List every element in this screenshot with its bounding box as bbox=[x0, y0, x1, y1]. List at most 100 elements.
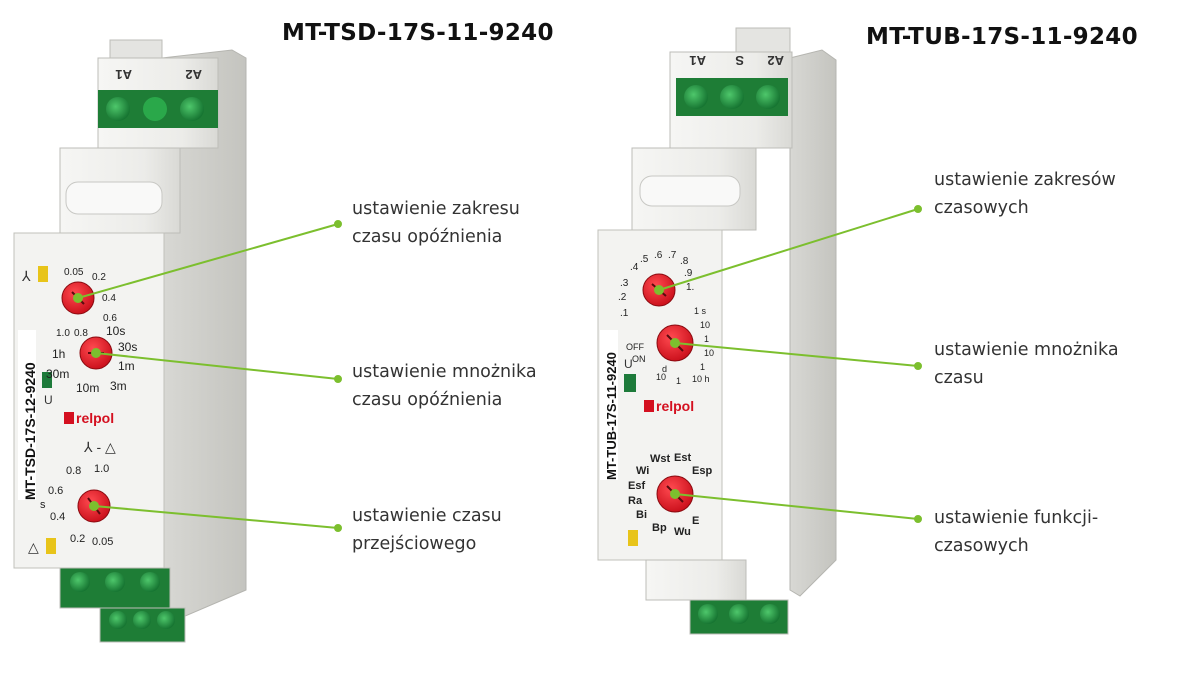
caption-left-range: ustawienie zakresu czasu opóźnienia bbox=[352, 195, 520, 251]
caption-right-function-line1: ustawienie funkcji- bbox=[934, 508, 1099, 528]
right-terminal-a1: A1 bbox=[689, 53, 706, 68]
right-range-label-6: .7 bbox=[668, 250, 677, 261]
leader-right-function bbox=[674, 493, 919, 520]
caption-right-range-line2: czasowych bbox=[934, 198, 1029, 218]
right-supply-label: U bbox=[624, 357, 633, 371]
right-func-label-7: Bp bbox=[652, 522, 667, 534]
right-terminal-a2: A2 bbox=[767, 53, 784, 68]
left-led-supply bbox=[42, 372, 52, 388]
left-bottom-screw-1 bbox=[70, 572, 90, 592]
svg-text:OFF ON 1 s: OFF ON 1 s 10 1 10 1 10 h 1 10 d bbox=[626, 306, 717, 386]
left-bottom-screw-4 bbox=[109, 611, 127, 629]
left-trans-label-5: 0.05 bbox=[92, 536, 113, 548]
right-terminal-screw-1 bbox=[684, 85, 708, 109]
left-bottom-screw-2 bbox=[105, 572, 125, 592]
caption-right-function-line2: czasowych bbox=[934, 536, 1029, 556]
left-led-supply-label: U bbox=[44, 393, 53, 407]
svg-text:Wst Est Esp: Wst Est Esp Wi Esf Ra Bi Bp Wu E bbox=[628, 452, 715, 538]
caption-right-function: ustawienie funkcji- czasowych bbox=[934, 504, 1098, 560]
svg-text:MT-TUB-17S-11-9240: MT-TUB-17S-11-9240 bbox=[604, 352, 619, 480]
svg-text:A1: A1 bbox=[689, 53, 706, 68]
left-device-title: MT-TSD-17S-11-9240 bbox=[282, 20, 554, 46]
svg-text:MT-TSD-17S-12-9240: MT-TSD-17S-12-9240 bbox=[22, 362, 38, 500]
right-func-label-8: Wu bbox=[674, 526, 691, 538]
right-side-label: MT-TUB-17S-11-9240 bbox=[604, 352, 619, 480]
right-range-label-4: .5 bbox=[640, 254, 649, 265]
left-trans-label-0: 1.0 bbox=[94, 463, 109, 475]
left-range-label-4: 0.8 bbox=[74, 328, 88, 339]
right-led-output bbox=[628, 530, 638, 546]
left-mult-label-3: 3m bbox=[110, 379, 127, 393]
right-led-supply bbox=[624, 374, 636, 392]
left-bottom-screw-5 bbox=[133, 611, 151, 629]
right-mult-label-1: ON bbox=[632, 354, 646, 364]
left-trans-label-3: 0.4 bbox=[50, 511, 65, 523]
svg-text:S: S bbox=[735, 53, 744, 68]
caption-right-multiplier: ustawienie mnożnika czasu bbox=[934, 336, 1119, 392]
leader-left-range bbox=[77, 223, 339, 299]
left-trans-label-4: 0.2 bbox=[70, 533, 85, 545]
caption-right-range: ustawienie zakresów czasowych bbox=[934, 166, 1116, 222]
right-func-label-4: Esf bbox=[628, 480, 645, 492]
right-device: A1 S A2 MT-TUB-17S-11-9240 .1 .2 .3 .4 bbox=[597, 27, 837, 635]
right-mult-label-4: 1 bbox=[704, 334, 709, 344]
left-range-label-0: 0.05 bbox=[64, 267, 84, 278]
relpol-logo-right bbox=[644, 400, 654, 412]
caption-left-transition: ustawienie czasu przejściowego bbox=[352, 502, 502, 558]
left-mult-label-1: 30s bbox=[118, 340, 137, 354]
right-bottom-screw-2 bbox=[729, 604, 749, 624]
right-mult-label-2: 1 s bbox=[694, 306, 707, 316]
left-range-label-5: 1.0 bbox=[56, 328, 70, 339]
left-range-label-2: 0.4 bbox=[102, 293, 116, 304]
left-terminal-screw-1 bbox=[106, 97, 130, 121]
right-mult-label-10: d bbox=[662, 364, 667, 374]
caption-left-range-line2: czasu opóźnienia bbox=[352, 227, 503, 247]
left-trans-label-1: 0.8 bbox=[66, 465, 81, 477]
leader-right-multiplier bbox=[674, 342, 919, 367]
left-mode-symbol: ⅄ - △ bbox=[83, 439, 116, 455]
right-terminal-s: S bbox=[735, 53, 744, 68]
left-device: A1 A2 MT-TSD-17S-12-9240 ⅄ U △ bbox=[13, 39, 247, 643]
right-func-label-1: Est bbox=[674, 452, 691, 464]
right-range-label-2: .3 bbox=[620, 278, 629, 289]
right-device-title: MT-TUB-17S-11-9240 bbox=[866, 24, 1138, 50]
relpol-logo-left bbox=[64, 412, 74, 424]
left-led-top-symbol: ⅄ bbox=[21, 268, 31, 284]
left-led-top bbox=[38, 266, 48, 282]
right-func-label-3: Wi bbox=[636, 465, 649, 477]
left-terminal-a1: A1 bbox=[115, 67, 132, 82]
right-mult-label-8: 1 bbox=[676, 376, 681, 386]
right-mult-label-7: 10 h bbox=[692, 374, 710, 384]
caption-left-transition-line1: ustawienie czasu bbox=[352, 506, 502, 526]
right-func-label-9: E bbox=[692, 515, 699, 527]
right-mult-label-0: OFF bbox=[626, 342, 644, 352]
svg-text:1.0 0.8 0.6: 1.0 0.8 0.6 0.4 0.2 0.05 s bbox=[40, 463, 116, 548]
leader-right-range bbox=[658, 208, 919, 291]
svg-text:0.05 0.2 0.4: 0.05 0.2 0.4 0.6 0.8 1.0 bbox=[56, 267, 120, 339]
right-range-label-9: 1. bbox=[686, 282, 694, 293]
left-mult-label-2: 1m bbox=[118, 359, 135, 373]
svg-text:.1 .2 .3: .1 .2 .3 .4 .5 .6 .7 .8 .9 1. bbox=[618, 250, 695, 319]
left-terminal-screw-3 bbox=[180, 97, 204, 121]
svg-text:10s 30s 1m: 10s 30s 1m 3m 10m 30m 1h bbox=[46, 324, 141, 395]
right-mult-label-3: 10 bbox=[700, 320, 710, 330]
left-mult-label-5: 30m bbox=[46, 367, 69, 381]
leader-left-multiplier bbox=[95, 352, 339, 380]
right-func-label-0: Wst bbox=[650, 453, 671, 465]
right-terminal-screw-2 bbox=[720, 85, 744, 109]
left-range-label-1: 0.2 bbox=[92, 272, 106, 283]
left-range-label-3: 0.6 bbox=[103, 313, 117, 324]
caption-left-multiplier-line1: ustawienie mnożnika bbox=[352, 362, 537, 382]
left-side-label: MT-TSD-17S-12-9240 bbox=[22, 362, 38, 500]
right-range-label-8: .9 bbox=[684, 268, 693, 279]
right-range-label-3: .4 bbox=[630, 262, 639, 273]
caption-left-multiplier-line2: czasu opóźnienia bbox=[352, 390, 503, 410]
right-terminal-screw-3 bbox=[756, 85, 780, 109]
right-bottom-screw-3 bbox=[760, 604, 780, 624]
right-brand: relpol bbox=[656, 398, 694, 414]
left-mult-label-6: 1h bbox=[52, 347, 65, 361]
caption-left-range-line1: ustawienie zakresu bbox=[352, 199, 520, 219]
caption-right-range-line1: ustawienie zakresów bbox=[934, 170, 1116, 190]
caption-right-multiplier-line1: ustawienie mnożnika bbox=[934, 340, 1119, 360]
